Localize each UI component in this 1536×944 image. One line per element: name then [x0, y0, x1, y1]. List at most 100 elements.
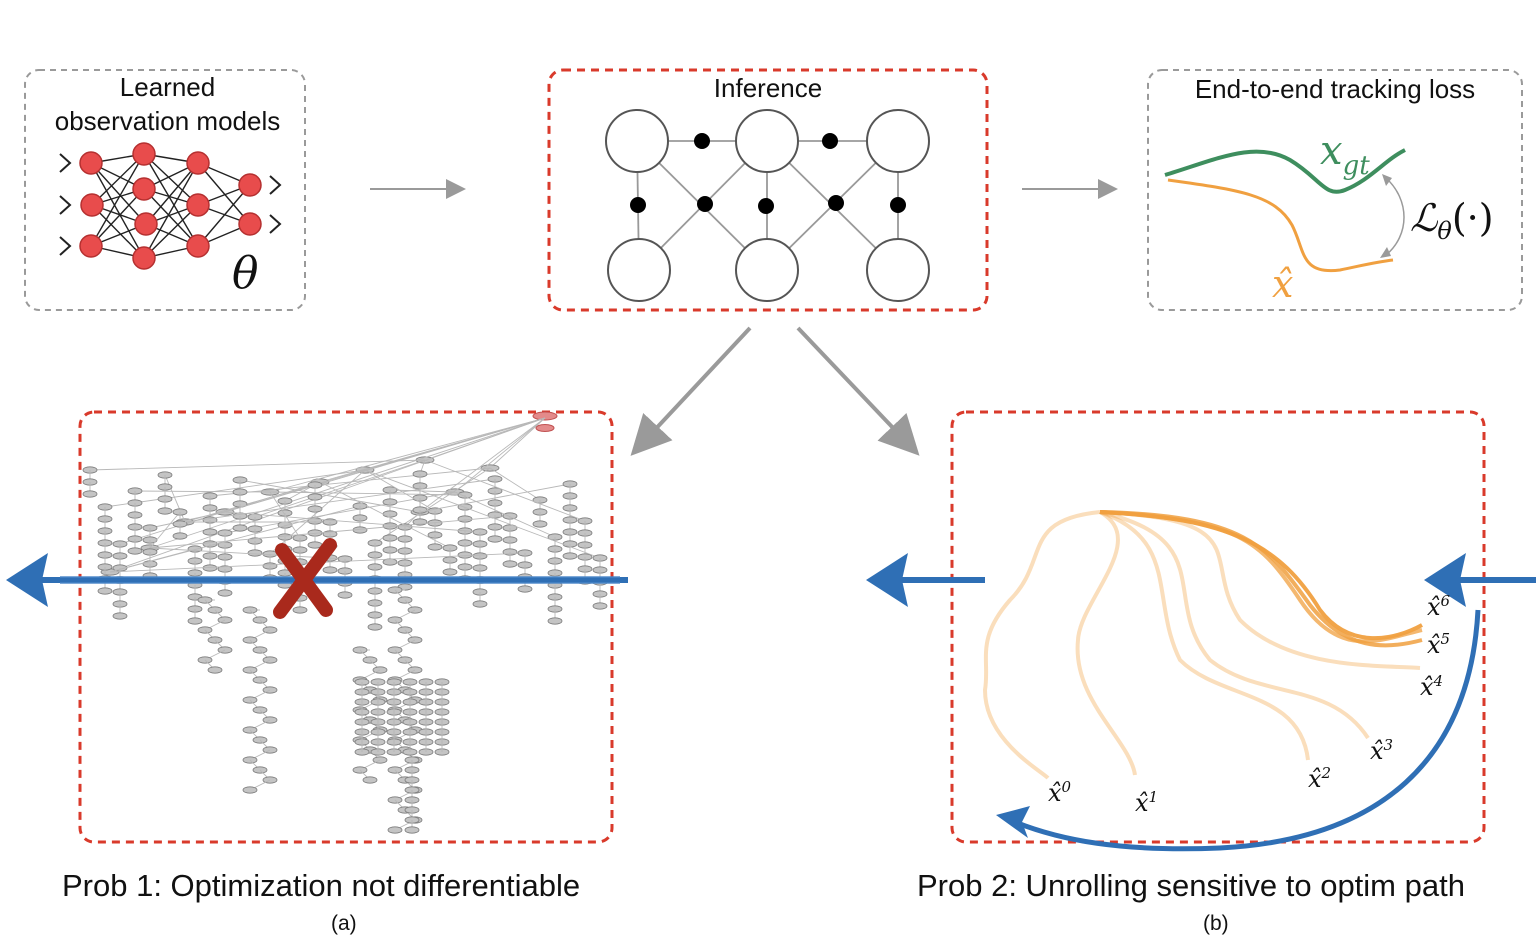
nn-input-chevron-icon: [59, 236, 72, 256]
graph-edge: [209, 467, 491, 497]
graph-node: [592, 602, 608, 610]
graph-edge: [149, 511, 181, 549]
ground-truth-symbol: x: [1320, 128, 1343, 174]
models-box: [24, 69, 306, 311]
factor-node: [828, 195, 844, 211]
graph-node: [547, 617, 563, 625]
graph-node: [322, 566, 338, 574]
loss-function-label: ℒθ(·): [1410, 196, 1494, 245]
prob2-sublabel: (b): [1203, 912, 1229, 935]
iterate-2-base: x̂: [1308, 765, 1322, 793]
arrow-to-prob2: [796, 326, 920, 456]
nn-edge: [143, 162, 199, 259]
variable-node: [866, 238, 930, 302]
nn-output-chevron-icon: [269, 214, 282, 234]
nn-edge: [91, 153, 145, 206]
optimization-path: [1099, 510, 1423, 641]
graph-node: [517, 585, 533, 593]
iterate-5-index: 5: [1440, 630, 1451, 648]
iterate-6-base: x̂: [1427, 593, 1441, 621]
nn-node: [186, 193, 210, 217]
prob1-sublabel: (a): [331, 912, 357, 935]
factor-node: [758, 198, 774, 214]
nn-edge: [143, 204, 199, 259]
graph-node: [427, 543, 443, 551]
graph-node: [187, 617, 203, 625]
graph-edge: [184, 478, 496, 523]
graph-edge: [419, 417, 546, 513]
iterate-3-index: 3: [1383, 736, 1394, 754]
graph-edge: [424, 459, 586, 522]
iterate-label-2: x̂2: [1308, 764, 1331, 793]
graph-node: [442, 568, 458, 576]
graph-edge: [224, 511, 481, 533]
nn-output-chevron-icon: [269, 175, 282, 195]
nn-node: [238, 212, 262, 236]
iterate-label-4: x̂4: [1420, 672, 1443, 701]
graph-node: [487, 535, 503, 543]
ground-truth-label: xgt: [1320, 128, 1370, 181]
graph-node: [127, 547, 143, 555]
variable-node: [735, 109, 799, 173]
graph-edge: [419, 483, 571, 513]
optimization-path-faint: [982, 510, 1101, 780]
graph-node: [157, 507, 173, 515]
graph-node: [242, 786, 258, 794]
graph-node: [502, 560, 518, 568]
loss-title: End-to-end tracking loss: [1194, 74, 1476, 104]
nn-node: [132, 177, 156, 201]
graph-node: [404, 826, 420, 834]
loss-box: [1147, 69, 1523, 311]
models-title: Learned observation models: [25, 70, 310, 138]
nn-node: [186, 234, 210, 258]
nn-edge: [145, 162, 199, 225]
optimization-path: [1099, 510, 1423, 648]
nn-node: [238, 173, 262, 197]
inference-title: Inference: [713, 73, 823, 103]
nn-node: [79, 151, 103, 175]
graph-edge: [149, 417, 546, 549]
graph-edge: [224, 484, 316, 513]
prob2-box: [950, 410, 1486, 844]
gradient-flow-prob2: [866, 553, 1536, 852]
iterate-label-5: x̂5: [1427, 630, 1450, 659]
graph-edge: [269, 491, 301, 539]
iterate-label-6: x̂6: [1427, 592, 1450, 621]
iterate-0-base: x̂: [1048, 779, 1062, 807]
graph-node: [362, 776, 378, 784]
factor-node: [694, 133, 710, 149]
graph-edge: [89, 459, 426, 471]
iterate-2-index: 2: [1321, 764, 1332, 782]
graph-node: [367, 623, 383, 631]
graph-edge: [269, 417, 546, 493]
graph-node: [112, 612, 128, 620]
variable-node: [866, 109, 930, 173]
computation-graph: [82, 411, 608, 834]
nn-node: [132, 246, 156, 270]
graph-node: [292, 606, 308, 614]
iterate-label-0: x̂0: [1048, 778, 1071, 807]
loss-subscript: θ: [1437, 217, 1452, 245]
iterate-1-index: 1: [1148, 788, 1159, 806]
graph-node: [337, 591, 353, 599]
factor-node: [890, 197, 906, 213]
ground-truth-curve: [1164, 148, 1406, 194]
graph-edge: [364, 469, 601, 559]
variable-node: [607, 238, 671, 302]
graph-edge: [389, 489, 456, 493]
inference-box: [547, 68, 989, 312]
graph-edge: [109, 505, 361, 573]
optimization-path-faint: [1099, 510, 1370, 740]
estimate-curve: [1167, 178, 1394, 273]
graph-edge: [269, 491, 466, 496]
graph-node: [232, 524, 248, 532]
factor-node: [630, 197, 646, 213]
factor-graph: [605, 109, 930, 302]
prob1-box: [78, 410, 614, 844]
graph-edge: [109, 417, 546, 573]
graph-edge: [489, 417, 546, 469]
graph-node: [97, 587, 113, 595]
prob2-caption: Prob 2: Unrolling sensitive to optim pat…: [917, 868, 1465, 903]
graph-root-node: [532, 411, 558, 421]
ground-truth-subscript: gt: [1342, 151, 1370, 181]
